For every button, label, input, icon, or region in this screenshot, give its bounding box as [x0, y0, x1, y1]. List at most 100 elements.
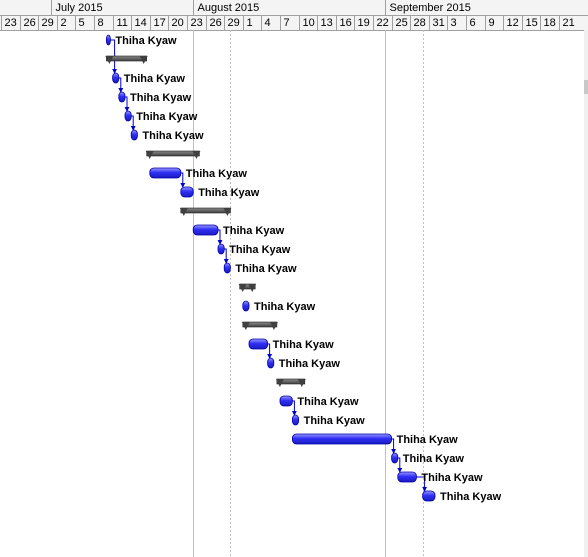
dependency-link	[267, 343, 273, 359]
month-label: September 2015	[390, 2, 471, 14]
resource-label: Thiha Kyaw	[115, 35, 177, 47]
vertical-scrollbar[interactable]	[584, 30, 588, 557]
resource-label: Thiha Kyaw	[186, 168, 248, 180]
summary-bar[interactable]	[106, 55, 148, 62]
task-bar[interactable]	[223, 262, 231, 274]
task-bar[interactable]	[391, 452, 399, 464]
month-label: July 2015	[56, 2, 103, 14]
task-bar[interactable]	[267, 357, 275, 369]
day-tick-label: 7	[284, 17, 290, 29]
summary-left-cap	[179, 208, 188, 216]
task-bar[interactable]	[124, 110, 132, 122]
day-tick-label: 8	[98, 17, 104, 29]
summary-right-cap	[248, 284, 257, 292]
resource-label: Thiha Kyaw	[273, 339, 335, 351]
summary-left-cap	[145, 151, 154, 159]
resource-label: Thiha Kyaw	[142, 130, 204, 142]
resource-label: Thiha Kyaw	[198, 187, 260, 199]
day-tick-label: 11	[117, 17, 128, 29]
summary-left-cap	[238, 284, 247, 292]
task-bar[interactable]	[112, 72, 120, 84]
summary-right-cap	[269, 322, 278, 330]
dependency-link	[118, 77, 124, 93]
summary-bar[interactable]	[242, 321, 278, 328]
day-tick-label: 31	[433, 17, 445, 29]
day-tick-label: 26	[24, 17, 36, 29]
day-tick-label: 3	[451, 17, 457, 29]
resource-label: Thiha Kyaw	[124, 73, 186, 85]
task-bar[interactable]	[192, 224, 219, 236]
summary-left-cap	[241, 322, 250, 330]
task-bar[interactable]	[180, 186, 194, 198]
resource-label: Thiha Kyaw	[397, 434, 459, 446]
task-bar[interactable]	[130, 129, 138, 141]
task-bar[interactable]	[118, 91, 126, 103]
day-tick-label: 26	[210, 17, 222, 29]
dependency-link	[180, 172, 186, 188]
task-bar[interactable]	[291, 414, 299, 426]
day-tick-label: 13	[321, 17, 333, 29]
dependency-link	[130, 115, 136, 131]
day-tick-label: 2	[61, 17, 67, 29]
summary-bar[interactable]	[146, 150, 200, 157]
resource-label: Thiha Kyaw	[235, 263, 297, 275]
day-tick-label: 29	[42, 17, 54, 29]
day-tick-label: 19	[358, 17, 370, 29]
task-bar[interactable]	[422, 490, 436, 502]
task-bar[interactable]	[217, 243, 225, 255]
day-tick-label: 1	[247, 17, 253, 29]
day-tick-label: 9	[489, 17, 495, 29]
day-tick-label: 15	[526, 17, 538, 29]
resource-label: Thiha Kyaw	[403, 453, 465, 465]
resource-label: Thiha Kyaw	[130, 92, 192, 104]
day-tick-label: 20	[172, 17, 184, 29]
resource-label: Thiha Kyaw	[223, 225, 285, 237]
task-bar[interactable]	[397, 471, 417, 483]
summary-right-cap	[139, 56, 148, 64]
dependency-link	[416, 476, 428, 492]
task-bar[interactable]	[106, 34, 111, 46]
day-tick-label: 6	[470, 17, 476, 29]
summary-bar[interactable]	[239, 283, 256, 290]
scrollbar-thumb[interactable]	[584, 80, 588, 94]
dependency-link	[109, 39, 118, 74]
day-tick-label: 12	[507, 17, 519, 29]
day-tick-label: 23	[5, 17, 17, 29]
dependency-link	[223, 248, 229, 264]
day-tick-label: 22	[377, 17, 389, 29]
summary-left-cap	[275, 379, 284, 387]
day-tick-label: 23	[191, 17, 203, 29]
task-bar[interactable]	[242, 300, 250, 312]
resource-label: Thiha Kyaw	[297, 396, 359, 408]
day-tick-label: 21	[563, 17, 575, 29]
dependency-link	[391, 438, 397, 454]
task-bar[interactable]	[248, 338, 269, 350]
day-tick-label: 14	[135, 17, 147, 29]
day-tick-label: 10	[303, 17, 315, 29]
task-bar[interactable]	[149, 167, 182, 179]
day-tick-label: 17	[154, 17, 166, 29]
dependency-link	[217, 229, 223, 245]
resource-label: Thiha Kyaw	[421, 472, 483, 484]
summary-right-cap	[223, 208, 232, 216]
day-tick-label: 25	[396, 17, 408, 29]
month-label: August 2015	[198, 2, 260, 14]
resource-label: Thiha Kyaw	[279, 358, 341, 370]
day-tick-label: 4	[265, 17, 271, 29]
summary-bar[interactable]	[276, 378, 306, 385]
summary-right-cap	[192, 151, 201, 159]
dependency-link	[397, 457, 403, 473]
day-tick-label: 28	[414, 17, 426, 29]
day-tick-label: 18	[544, 17, 556, 29]
task-bar[interactable]	[291, 433, 392, 445]
resource-label: Thiha Kyaw	[136, 111, 198, 123]
summary-bar[interactable]	[180, 207, 231, 214]
resource-label: Thiha Kyaw	[254, 301, 316, 313]
day-tick-label: 5	[79, 17, 85, 29]
dependency-link	[124, 96, 130, 112]
resource-label: Thiha Kyaw	[440, 491, 502, 503]
day-tick-label: 16	[340, 17, 352, 29]
resource-label: Thiha Kyaw	[304, 415, 366, 427]
task-bar[interactable]	[279, 395, 293, 407]
